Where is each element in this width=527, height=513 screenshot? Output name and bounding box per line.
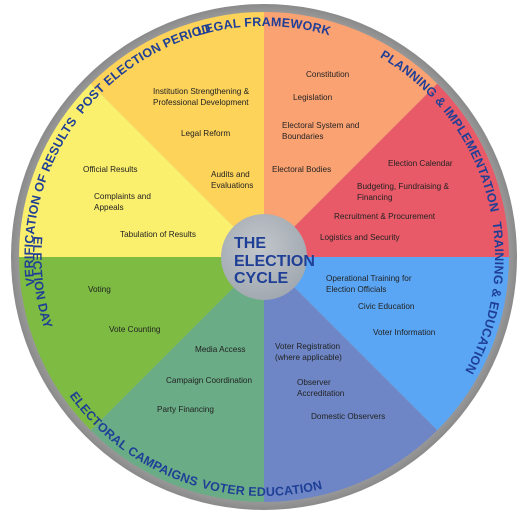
item-post-election-period-1: Institution Strengthening &Professional … [153, 87, 250, 107]
segment-electoral-campaigns [90, 257, 264, 502]
segment-verification-results [19, 83, 264, 257]
center-line-1: THE [234, 235, 266, 252]
item-legal-framework-1: Constitution [306, 70, 350, 79]
item-planning-implementation-4: Logistics and Security [320, 233, 401, 242]
item-planning-implementation-3: Recruitment & Procurement [334, 212, 436, 221]
item-training-education-3: Voter Information [373, 328, 436, 337]
item-planning-implementation-2: Budgeting, Fundraising &Financing [357, 182, 449, 202]
item-post-election-period-2: Legal Reform [181, 129, 230, 138]
item-electoral-campaigns-2: Campaign Coordination [166, 376, 252, 385]
center-hub [221, 214, 307, 300]
item-verification-results-3: Tabulation of Results [120, 230, 196, 239]
segment-training-education [264, 257, 509, 431]
segment-legal-framework [264, 12, 438, 257]
segment-planning-implementation [264, 83, 509, 257]
center-line-2: ELECTION [234, 253, 315, 270]
item-election-day-1: Voting [88, 285, 111, 294]
center-line-3: CYCLE [234, 270, 289, 287]
segment-post-election-period [90, 12, 264, 257]
item-election-day-2: Vote Counting [109, 325, 161, 334]
item-voter-education-1: Voter Registration(where applicable) [275, 342, 342, 362]
item-training-education-2: Civic Education [358, 302, 415, 311]
item-electoral-campaigns-3: Party Financing [157, 405, 214, 414]
item-planning-implementation-1: Election Calendar [388, 159, 453, 168]
segment-voter-education [264, 257, 438, 502]
item-electoral-campaigns-1: Media Access [195, 345, 246, 354]
segment-election-day [19, 257, 264, 431]
item-legal-framework-4: Electoral Bodies [272, 165, 331, 174]
item-verification-results-1: Official Results [83, 165, 137, 174]
item-legal-framework-2: Legislation [293, 93, 333, 102]
item-voter-education-3: Domestic Observers [311, 412, 385, 421]
